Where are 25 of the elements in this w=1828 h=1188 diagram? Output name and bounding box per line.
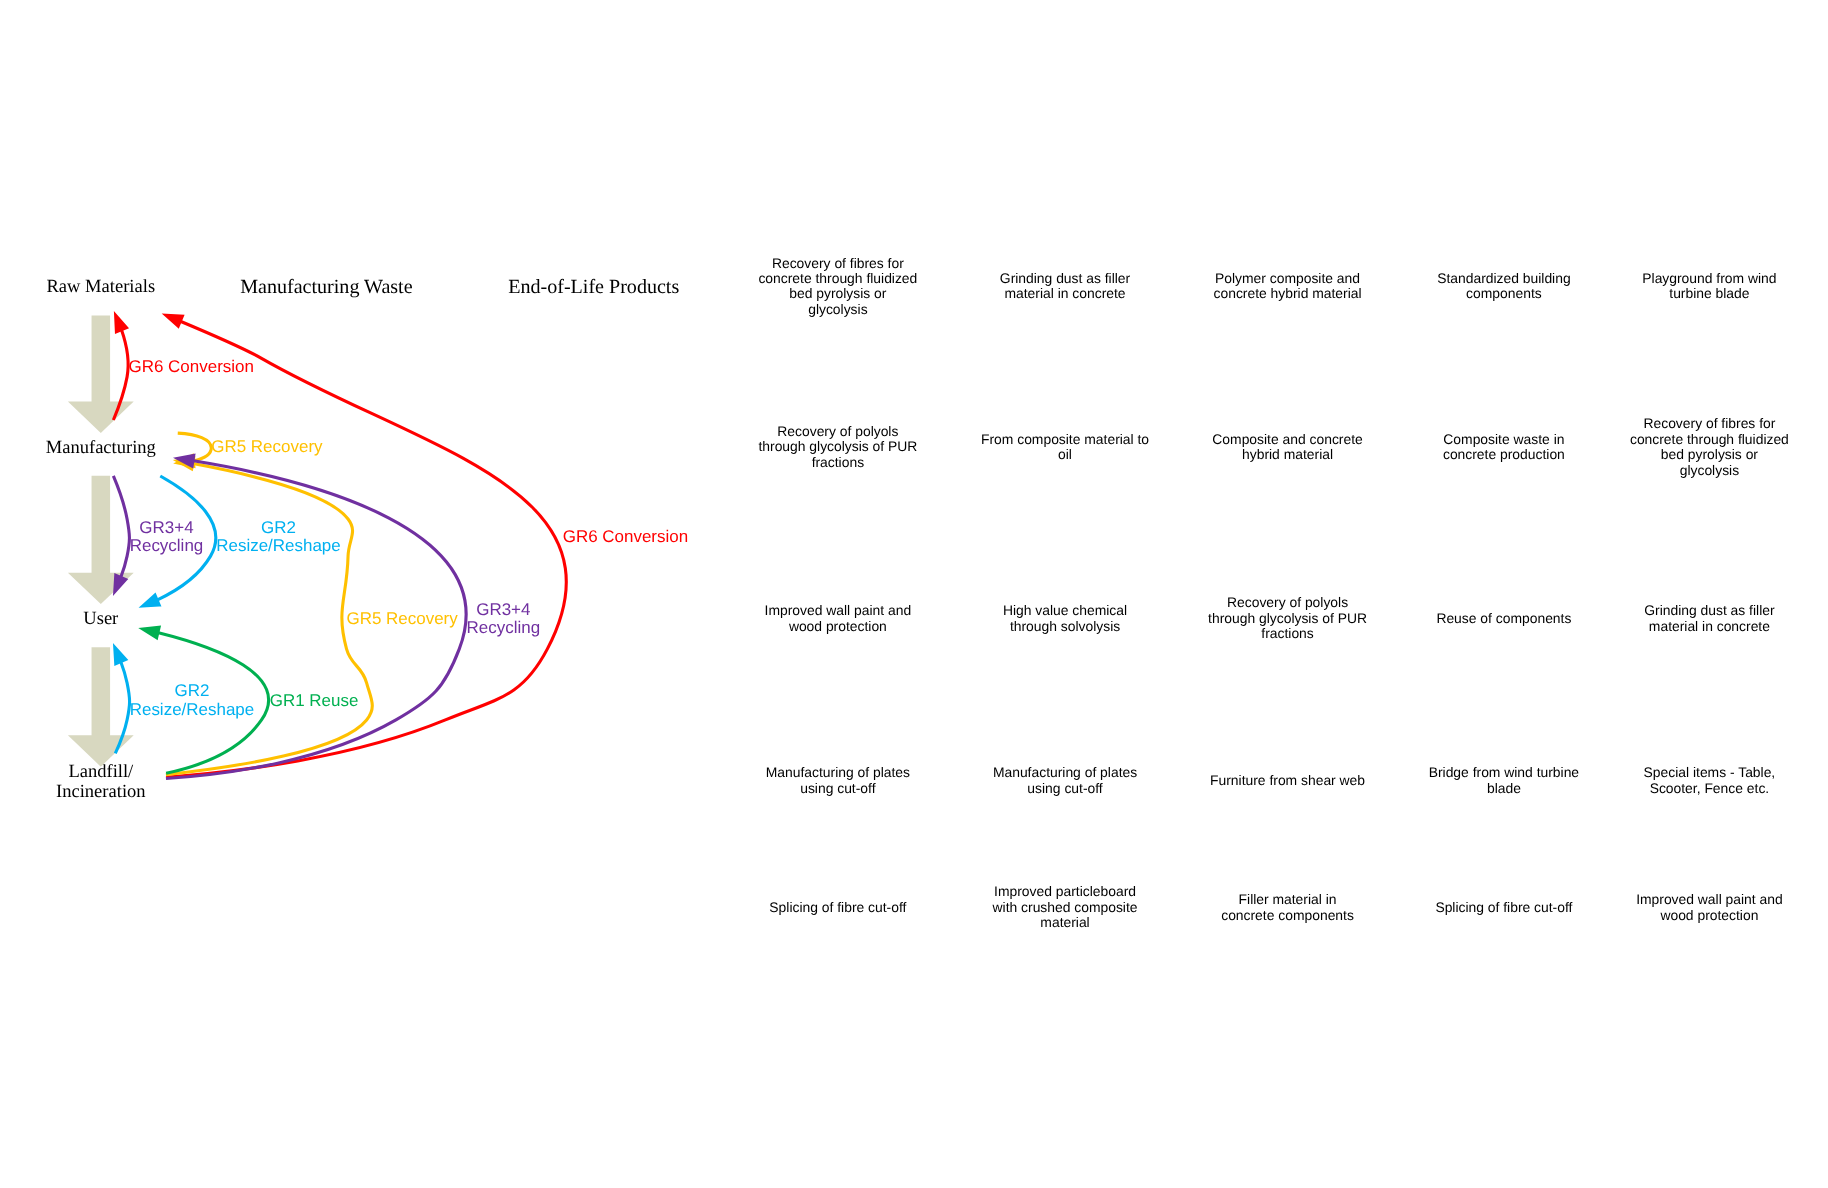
edge-label: GR3+4 Recycling [129,516,204,556]
arrow [161,313,568,779]
edge-label: GR6 Conversion [128,355,254,376]
arrow [67,647,134,767]
node-text: Raw Materials [46,278,156,299]
node-text: Manufacturing [45,438,156,459]
node-text: Landfill/ Incineration [56,762,146,803]
node-text: User [83,610,119,631]
edge-label: GR2 Resize/Reshape [216,516,341,556]
arrow [112,643,132,755]
label: End-of-Life Products [508,276,680,299]
arrow [138,625,271,775]
label: Manufacturing Waste [240,276,413,299]
arrow [173,431,213,469]
arrow [67,315,134,433]
edge-label: GR3+4 Recycling [466,598,541,638]
edge-label: GR6 Conversion [562,525,689,546]
arrow [111,311,130,421]
edge-label: GR5 Recovery [211,436,323,457]
arrow [111,475,131,596]
edge-label: GR2 Resize/Reshape [129,680,255,719]
edge-label: GR1 Reuse [269,689,359,710]
edge-label: GR5 Recovery [346,607,458,628]
arrow [67,475,134,605]
arrow [138,474,218,608]
